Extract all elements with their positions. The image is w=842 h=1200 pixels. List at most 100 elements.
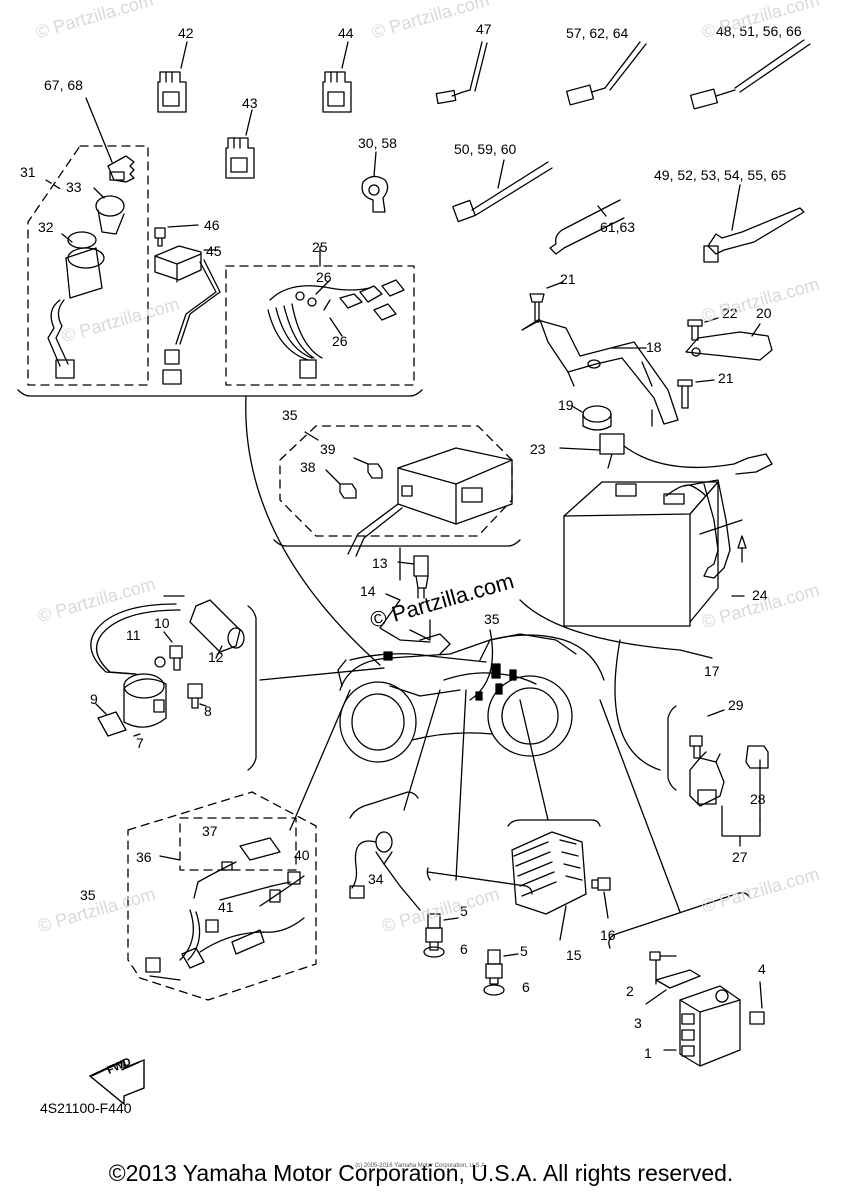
switch-5a (425, 913, 459, 951)
cable-tie-57-62-64 (565, 41, 647, 106)
switch-5b (485, 949, 519, 985)
dashed-box-35 (279, 425, 513, 537)
starter-relay (689, 709, 725, 807)
callout-27: 27 (732, 849, 748, 865)
callout-35b: 35 (484, 611, 500, 627)
fuse-38 (325, 469, 357, 499)
fwd-label: FWD (105, 1056, 133, 1077)
bracket-1-4 (608, 892, 751, 949)
callout-21b: 21 (718, 370, 734, 386)
bracket-35 (273, 539, 521, 547)
callout-16: 16 (600, 927, 616, 943)
dashed-box-31 (27, 145, 149, 386)
callout-24: 24 (752, 587, 768, 603)
small-copyright: (c) 2005-2016 Yamaha Motor Corporation, … (355, 1163, 487, 1169)
callout-30-58: 30, 58 (358, 135, 397, 151)
callout-14: 14 (360, 583, 376, 599)
key-cap-33 (93, 187, 125, 235)
cable-tie-48-51-56-66 (689, 39, 811, 110)
callout-37: 37 (202, 823, 218, 839)
clamp-30-58 (361, 175, 389, 213)
bracket-27 (667, 705, 677, 791)
bolt-21-a (529, 281, 564, 323)
callout-4: 4 (758, 961, 766, 977)
sub-lead-25 (267, 279, 405, 379)
bolt-21-b (677, 379, 715, 409)
callout-8: 8 (204, 703, 212, 719)
callout-29: 29 (728, 697, 744, 713)
diagram-code: 4S21100-F440 (40, 1100, 132, 1116)
plug-cap-12 (163, 595, 245, 659)
callout-6b: 6 (522, 979, 530, 995)
callout-41: 41 (218, 899, 234, 915)
connector-4 (749, 981, 765, 1025)
callout-38: 38 (300, 459, 316, 475)
callout-25: 25 (312, 239, 328, 255)
bracket-34 (349, 791, 419, 819)
callout-5b: 5 (520, 943, 528, 959)
callout-46: 46 (204, 217, 220, 233)
bracket-coil (247, 605, 257, 771)
bolt-22 (687, 317, 719, 341)
coupler-44 (322, 71, 352, 113)
band-49-52-53-54-55-65 (703, 184, 805, 263)
fwd-arrow: FWD (88, 1056, 145, 1106)
callout-3: 3 (634, 1015, 642, 1031)
sensor-13 (397, 555, 429, 599)
dashed-box-36 (179, 817, 297, 871)
callout-11: 11 (126, 627, 141, 643)
callout-20: 20 (756, 305, 772, 321)
washer-11 (154, 656, 166, 668)
callout-35a: 35 (282, 407, 298, 423)
callout-43: 43 (242, 95, 258, 111)
main-switch-32 (47, 231, 105, 379)
washer-6b (483, 984, 505, 996)
screw-46 (154, 224, 199, 247)
callout-22: 22 (722, 305, 738, 321)
lead-14 (379, 593, 431, 643)
callout-39: 39 (320, 441, 336, 457)
dashed-box-35b (127, 791, 317, 1001)
fuse-28 (745, 745, 769, 821)
lead-23 (559, 433, 773, 475)
callout-44: 44 (338, 25, 354, 41)
callout-49-52-53-54-55-65: 49, 52, 53, 54, 55, 65 (654, 167, 787, 183)
damper-19 (571, 405, 612, 431)
callout-67-68: 67, 68 (44, 77, 83, 93)
dashed-box-25 (225, 265, 415, 386)
bolt-16 (591, 877, 611, 919)
bracket-18 (521, 319, 679, 427)
callout-26b: 26 (332, 333, 348, 349)
callout-45: 45 (206, 243, 222, 259)
cable-tie-47 (435, 41, 488, 105)
callout-50-59-60: 50, 59, 60 (454, 141, 516, 157)
callout-12: 12 (208, 649, 224, 665)
bolt-10 (163, 631, 183, 671)
sensor-34 (349, 831, 421, 911)
callout-34: 34 (368, 871, 384, 887)
sleeve-9 (95, 703, 127, 737)
callout-48-51-56-66: 48, 51, 56, 66 (716, 23, 802, 39)
copyright-footer: ©2013 Yamaha Motor Corporation, U.S.A. A… (108, 1160, 734, 1186)
callout-61-63: 61,63 (600, 219, 635, 235)
callout-21a: 21 (560, 271, 576, 287)
callout-2: 2 (626, 983, 634, 999)
callout-10: 10 (154, 615, 170, 631)
callout-6a: 6 (460, 941, 468, 957)
callout-57-62-64: 57, 62, 64 (566, 25, 628, 41)
callout-42: 42 (178, 25, 194, 41)
callout-36: 36 (136, 849, 152, 865)
cable-tie-50-59-60 (452, 161, 553, 223)
coil-lead (90, 603, 181, 675)
part-45 (154, 245, 221, 385)
harness-35 (145, 837, 305, 981)
coupler-43 (225, 137, 255, 179)
fuse-39 (353, 457, 383, 479)
callout-17: 17 (704, 663, 720, 679)
bracket-20 (685, 323, 773, 361)
band-61-63 (549, 199, 625, 255)
coupler-42 (157, 71, 187, 113)
fuse-box (347, 447, 513, 557)
callout-18: 18 (646, 339, 662, 355)
